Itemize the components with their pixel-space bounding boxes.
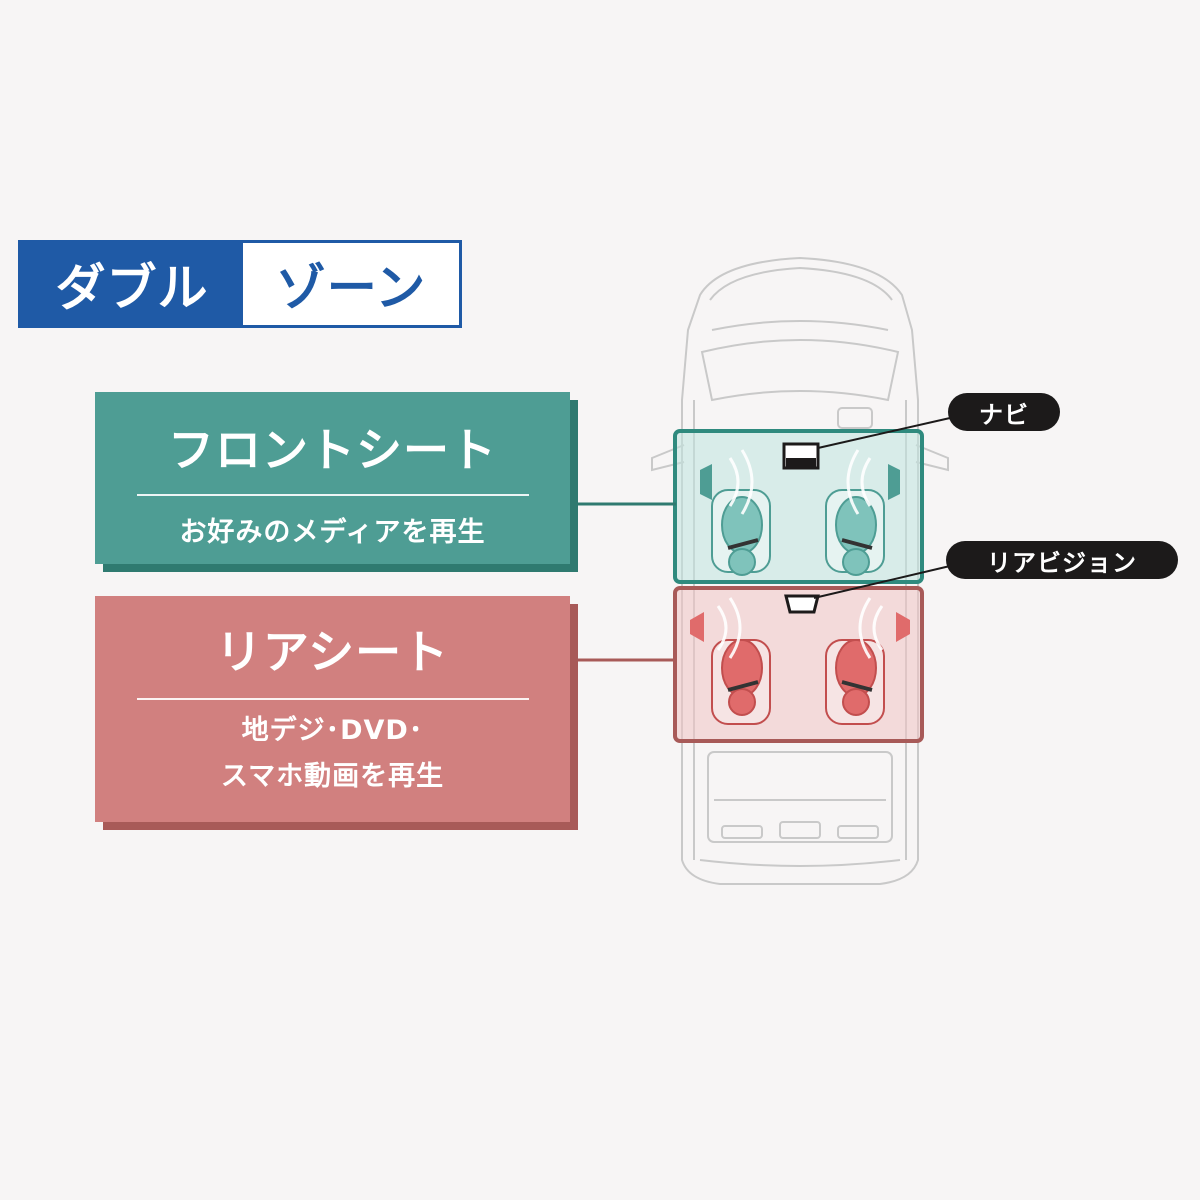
- rear-seat-title: リアシート: [215, 625, 450, 679]
- rear-seat-description-line2: スマホ動画を再生: [220, 761, 445, 792]
- navi-label: ナビ: [948, 393, 1060, 431]
- title-left: ダブル: [55, 259, 209, 317]
- rear-vision-label: リアビジョン: [946, 541, 1178, 579]
- rear-seat-divider: [136, 698, 529, 700]
- front-seat-title: フロントシート: [168, 423, 497, 477]
- navi-leader-line: [817, 417, 951, 449]
- front-seat-box: フロントシート お好みのメディアを再生: [95, 392, 570, 564]
- front-seat-divider: [136, 494, 529, 496]
- rear-seat-box: リアシート 地デジ･DVD･ スマホ動画を再生: [95, 596, 570, 822]
- title-right: ゾーン: [243, 243, 459, 325]
- rear-vision-leader-line: [813, 565, 951, 599]
- rear-seat-description: 地デジ･DVD･ スマホ動画を再生: [221, 708, 444, 800]
- rear-seat-description-line1: 地デジ･DVD･: [241, 715, 424, 746]
- rear-vision-screen: [784, 594, 820, 614]
- double-zone-title: ダブル ゾーン: [18, 240, 462, 328]
- front-seat-description: お好みのメディアを再生: [179, 517, 486, 548]
